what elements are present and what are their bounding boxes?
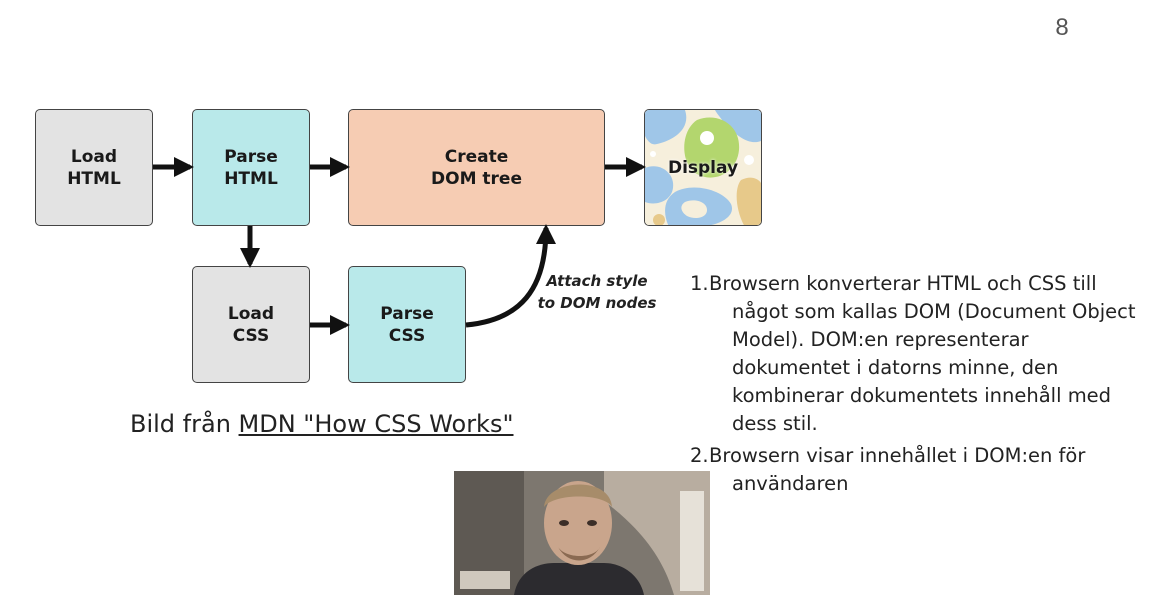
step-text: Browsern visar innehållet i DOM:en för a… <box>709 444 1086 495</box>
node-create-dom-tree: Create DOM tree <box>348 109 605 226</box>
node-load-html-label: Load HTML <box>67 146 121 189</box>
edge-label-attach-style: Attach style to DOM nodes <box>537 272 657 312</box>
webcam-overlay <box>454 471 710 595</box>
caption-mdn-link[interactable]: MDN "How CSS Works" <box>238 410 514 438</box>
step-text: Browsern konverterar HTML och CSS till n… <box>709 272 1136 435</box>
list-item: 1. Browsern konverterar HTML och CSS til… <box>690 270 1140 438</box>
arrow-parse-css-to-create-dom <box>465 224 556 328</box>
node-load-css-label: Load CSS <box>227 303 275 346</box>
page-number: 8 <box>1055 14 1069 41</box>
node-display-label: Display <box>667 157 739 178</box>
node-create-dom-tree-label: Create DOM tree <box>431 146 522 189</box>
image-caption: Bild från MDN "How CSS Works" <box>130 410 514 438</box>
step-number: 2. <box>690 444 709 467</box>
caption-prefix: Bild från <box>130 410 239 438</box>
node-load-html: Load HTML <box>35 109 153 226</box>
step-number: 1. <box>690 272 709 295</box>
node-parse-css-label: Parse CSS <box>380 303 434 346</box>
display-art-image <box>645 110 761 225</box>
webcam-image <box>454 471 710 595</box>
steps-list: 1. Browsern konverterar HTML och CSS til… <box>690 270 1140 502</box>
node-parse-html-label: Parse HTML <box>224 146 278 189</box>
list-item: 2. Browsern visar innehållet i DOM:en fö… <box>690 442 1140 498</box>
node-display: Display <box>644 109 762 226</box>
node-parse-css: Parse CSS <box>348 266 466 383</box>
